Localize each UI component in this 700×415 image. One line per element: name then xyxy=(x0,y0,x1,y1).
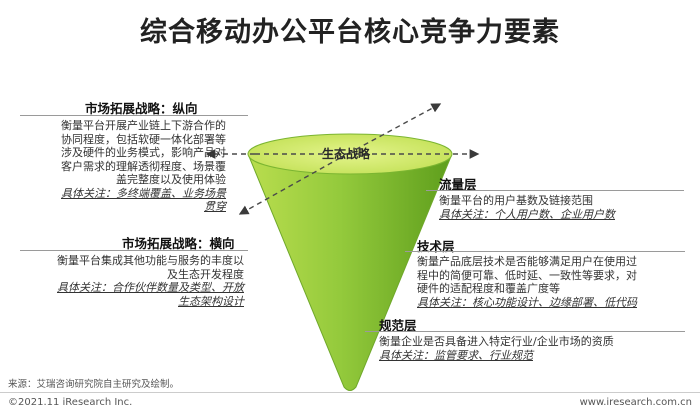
tech-layer-focus: 具体关注：核心功能设计、边缘部署、低代码 xyxy=(417,295,637,309)
tech-layer-text: 衡量产品底层技术是否能够满足用户在使用过 程中的简便可靠、低时延、一致性等要求，… xyxy=(417,255,693,309)
funnel-center-label: 生态战略 xyxy=(322,146,371,161)
horizontal-strategy-focus: 具体关注：合作伙伴数量及类型、开放 xyxy=(57,281,244,294)
copyright: ©2021.11 iResearch Inc. xyxy=(8,397,133,408)
divider-line xyxy=(405,251,685,252)
source-note: 来源：艾瑞咨询研究院自主研究及绘制。 xyxy=(8,379,180,390)
page-title: 综合移动办公平台核心竞争力要素 xyxy=(140,17,560,48)
diagonal-dashed-arrow-tail xyxy=(238,157,341,215)
standard-layer-focus: 具体关注：监管要求、行业规范 xyxy=(379,348,533,362)
horizontal-strategy-text: 衡量平台集成其他功能与服务的丰度以 及生态开发程度 具体关注：合作伙伴数量及类型… xyxy=(14,254,244,308)
standard-layer-text: 衡量企业是否具备进入特定行业/企业市场的资质 具体关注：监管要求、行业规范 xyxy=(379,335,689,362)
divider-line xyxy=(426,190,684,191)
funnel-cone xyxy=(247,153,453,391)
traffic-layer-heading: 流量层 xyxy=(439,177,477,192)
vertical-strategy-focus: 具体关注：多终端覆盖、业务场景 xyxy=(61,186,226,200)
divider-line xyxy=(20,250,248,251)
standard-layer-heading: 规范层 xyxy=(379,318,417,333)
vertical-strategy-text: 衡量平台开展产业链上下游合作的 协同程度，包括软硬一体化部署等 涉及硬件的业务模… xyxy=(6,119,226,214)
horizontal-strategy-heading: 市场拓展战略：横向 xyxy=(122,236,235,251)
traffic-layer-focus: 具体关注：个人用户数、企业用户数 xyxy=(439,207,615,221)
website: www.iresearch.com.cn xyxy=(579,397,692,408)
tech-layer-heading: 技术层 xyxy=(417,239,455,254)
footer-divider xyxy=(0,392,700,393)
traffic-layer-text: 衡量平台的用户基数及链接范围 具体关注：个人用户数、企业用户数 xyxy=(439,194,689,221)
diagonal-dashed-arrow xyxy=(339,103,442,159)
vertical-strategy-heading: 市场拓展战略：纵向 xyxy=(85,101,198,116)
divider-line xyxy=(365,331,685,332)
divider-line xyxy=(20,115,248,116)
